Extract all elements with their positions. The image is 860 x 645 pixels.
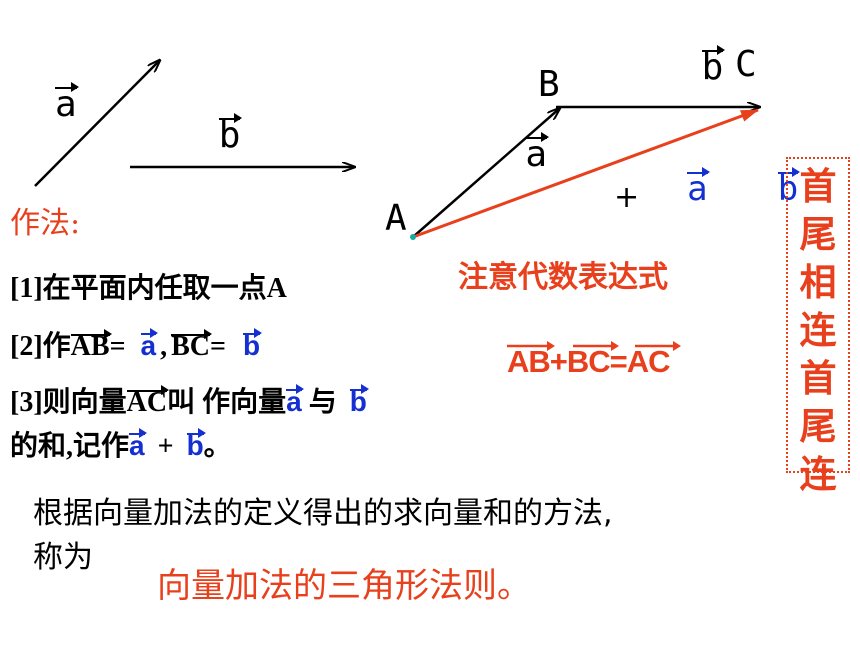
label-point-b: B xyxy=(538,64,560,105)
vector-formula: AB+BC=AC xyxy=(507,344,671,379)
step-2: [2]作AB= a,BC= b xyxy=(10,324,263,364)
label-point-a: A xyxy=(385,198,407,239)
step-3-mid: 叫 作向量 xyxy=(167,387,287,418)
step-3-ac: AC xyxy=(126,385,170,418)
step-4: 的和,记作a + b。 xyxy=(10,424,232,464)
step-3-vector-b: b xyxy=(349,384,369,417)
conclusion-line-2: 称为 xyxy=(33,540,93,575)
step-4-vector-b: b xyxy=(186,428,206,461)
step-4-plus: + xyxy=(157,431,174,462)
step-3: [3]则向量AC叫 作向量a 与 b xyxy=(10,380,369,420)
vector-a-arrow xyxy=(34,60,160,187)
conclusion-line-1: 根据向量加法的定义得出的求向量和的方法, xyxy=(33,496,613,531)
step-1: [1]在平面内任取一点A xyxy=(10,273,287,304)
step-2-eq2: = xyxy=(210,331,226,362)
step-3-and: 与 xyxy=(308,387,337,418)
step-4-vector-a: a xyxy=(129,428,147,461)
vector-ac-sum-arrow xyxy=(412,108,759,239)
label-point-c: C xyxy=(735,44,757,85)
step-3-prefix: [3]则向量 xyxy=(10,387,127,418)
vector-ab-arrow xyxy=(412,108,560,238)
step-2-comma: , xyxy=(160,331,168,362)
step-2-prefix: [2]作 xyxy=(10,331,71,362)
formula-overbars xyxy=(507,341,681,351)
step-4-prefix: 的和,记作 xyxy=(10,431,130,462)
step-2-vector-b: b xyxy=(242,328,263,361)
method-title: 作法: xyxy=(10,206,81,241)
step-3-vector-a: a xyxy=(286,384,304,417)
step-4-end: 。 xyxy=(203,431,232,462)
point-a-dot xyxy=(410,234,416,240)
step-2-bc: BC xyxy=(171,329,212,362)
step-2-vector-a: a xyxy=(140,328,158,361)
algebra-note: 注意代数表达式 xyxy=(458,260,668,295)
label-triangle-vector-a: a xyxy=(525,132,549,175)
side-note-box: 首尾相连首尾连 xyxy=(786,157,850,496)
step-2-ab: AB xyxy=(70,329,112,362)
label-vector-b: b xyxy=(218,113,243,156)
label-sum-plus: + xyxy=(614,180,640,215)
side-note-text: 首尾相连首尾连 xyxy=(799,165,837,496)
label-vector-a: a xyxy=(55,82,79,125)
step-2-eq1: = xyxy=(109,331,126,362)
triangle-rule: 向量加法的三角形法则。 xyxy=(157,566,531,606)
label-triangle-vector-b: b xyxy=(701,45,725,88)
label-sum-a: a xyxy=(687,167,711,209)
